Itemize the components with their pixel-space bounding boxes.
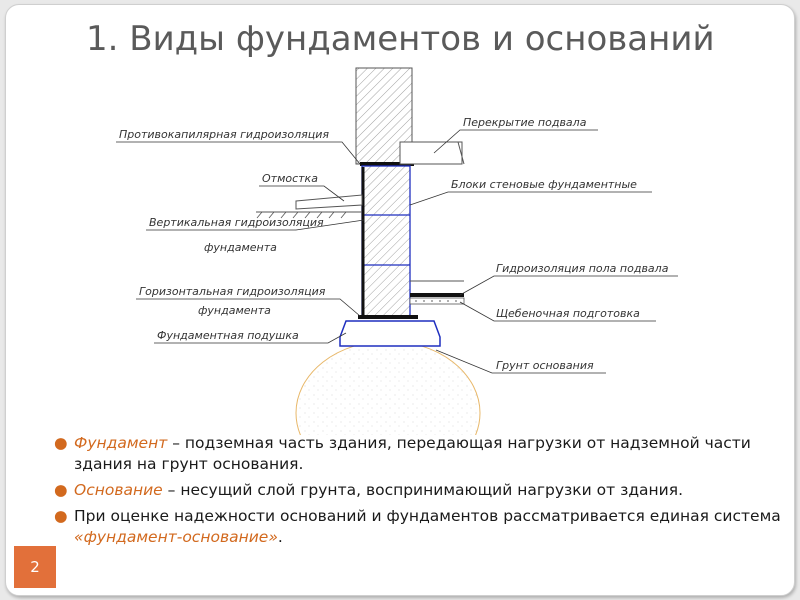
label-soil-base: Грунт основания bbox=[496, 359, 594, 372]
label-foundation-cushion: Фундаментная подушка bbox=[157, 329, 299, 342]
basement-slab bbox=[399, 141, 463, 165]
foundation-cushion bbox=[339, 320, 441, 347]
label-horizontal-waterproofing: Горизонтальная гидроизоляция bbox=[139, 285, 326, 298]
label-basement-slab: Перекрытие подвала bbox=[463, 116, 587, 129]
term-base: Основание bbox=[74, 481, 163, 499]
label-capillary-waterproofing: Противокапилярная гидроизоляция bbox=[119, 128, 329, 141]
label-horizontal-waterproofing-2: фундамента bbox=[198, 304, 271, 317]
gravel-layer bbox=[409, 297, 465, 305]
slide-title: 1. Виды фундаментов и оснований bbox=[86, 19, 715, 59]
system-text: При оценке надежности оснований и фундам… bbox=[74, 507, 781, 525]
label-foundation-blocks: Блоки стеновые фундаментные bbox=[451, 178, 637, 191]
definition-foundation: – подземная часть здания, передающая наг… bbox=[74, 434, 751, 473]
bullet-base: ● Основание – несущий слой грунта, воспр… bbox=[54, 480, 784, 501]
label-vertical-waterproofing-2: фундамента bbox=[204, 241, 277, 254]
label-gravel: Щебеночная подготовка bbox=[496, 307, 640, 320]
bullet-dot: ● bbox=[54, 434, 68, 452]
definitions-list: ● Фундамент – подземная часть здания, пе… bbox=[54, 433, 784, 553]
foundation-diagram: Противокапилярная гидроизоляция Отмостка… bbox=[116, 67, 678, 435]
page-number-badge: 2 bbox=[14, 546, 56, 588]
label-floor-waterproofing: Гидроизоляция пола подвала bbox=[496, 262, 669, 275]
definition-base: – несущий слой грунта, воспринимающий на… bbox=[162, 481, 683, 499]
bullet-dot: ● bbox=[54, 481, 68, 499]
soil-base bbox=[295, 340, 481, 435]
slide: 1. Виды фундаментов и оснований bbox=[5, 4, 795, 596]
bullet-dot: ● bbox=[54, 507, 68, 525]
otmostka bbox=[295, 194, 363, 210]
system-text-end: . bbox=[277, 528, 283, 546]
term-foundation: Фундамент bbox=[74, 434, 168, 452]
foundation-blocks bbox=[361, 165, 411, 317]
bullet-foundation: ● Фундамент – подземная часть здания, пе… bbox=[54, 433, 784, 475]
term-system: «фундамент-основание» bbox=[74, 528, 278, 546]
bullet-system: ● При оценке надежности оснований и фунд… bbox=[54, 506, 784, 548]
label-otmostka: Отмостка bbox=[262, 172, 318, 185]
label-vertical-waterproofing: Вертикальная гидроизоляция bbox=[149, 216, 324, 229]
